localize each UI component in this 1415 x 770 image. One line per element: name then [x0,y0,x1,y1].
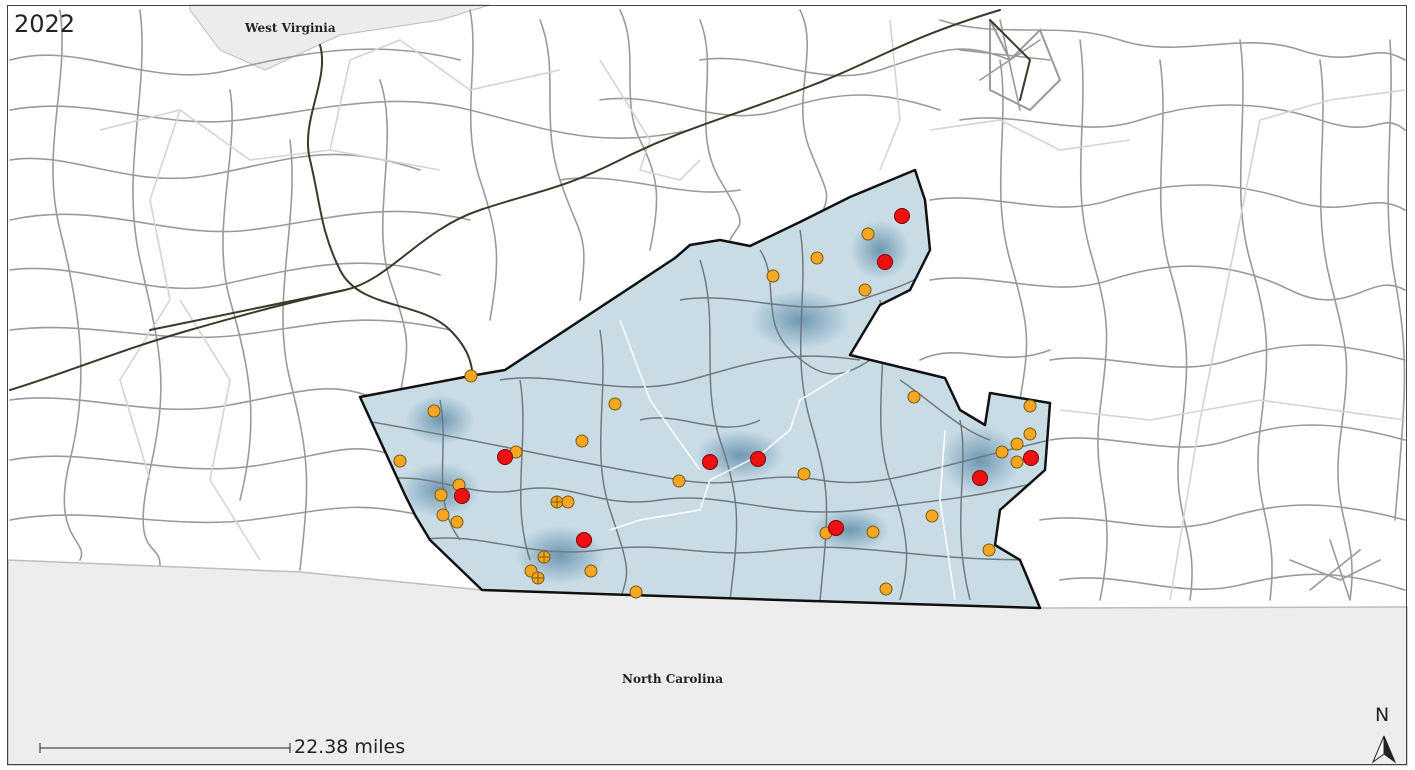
west-virginia-area [189,4,491,71]
orange-marker [907,390,921,404]
marker-crosshairs [532,496,563,584]
orange-marker [866,525,880,539]
orange-marker [810,251,824,265]
orange-marker [427,404,441,418]
red-marker [702,454,718,470]
orange-marker [434,488,448,502]
red-markers [454,208,1039,548]
scale-bar-label: 22.38 miles [294,736,406,758]
orange-marker [1023,399,1037,413]
north-arrow-label: N [1375,704,1390,726]
orange-marker [436,508,450,522]
red-marker [750,451,766,467]
county-boundaries [99,19,1406,601]
orange-marker [393,454,407,468]
orange-marker [1010,455,1024,469]
red-marker [576,532,592,548]
north-arrow-icon [1371,735,1397,764]
orange-marker [672,474,686,488]
orange-marker [608,397,622,411]
orange-marker [766,269,780,283]
orange-marker [629,585,643,599]
orange-marker [797,467,811,481]
label-south-state: North Carolina [622,672,724,686]
orange-marker [450,515,464,529]
red-marker [497,449,513,465]
region-outline [358,168,1052,610]
orange-marker [858,283,872,297]
red-marker [454,488,470,504]
region-inner-boundaries [609,319,956,601]
orange-marker [982,543,996,557]
red-marker [1023,450,1039,466]
label-north-state: West Virginia [245,21,336,35]
orange-marker [879,582,893,596]
scale-bar [39,743,291,753]
orange-marker [464,369,478,383]
red-marker [972,470,988,486]
road-network [9,9,1406,601]
orange-marker [861,227,875,241]
red-marker [894,208,910,224]
orange-marker [925,509,939,523]
red-marker [828,520,844,536]
orange-marker [995,445,1009,459]
density-hotspots [400,220,1020,585]
orange-marker [561,495,575,509]
orange-marker [575,434,589,448]
orange-marker [1010,437,1024,451]
map-year-label: 2022 [14,10,76,38]
orange-marker [1023,427,1037,441]
orange-marker [584,564,598,578]
red-marker [877,254,893,270]
